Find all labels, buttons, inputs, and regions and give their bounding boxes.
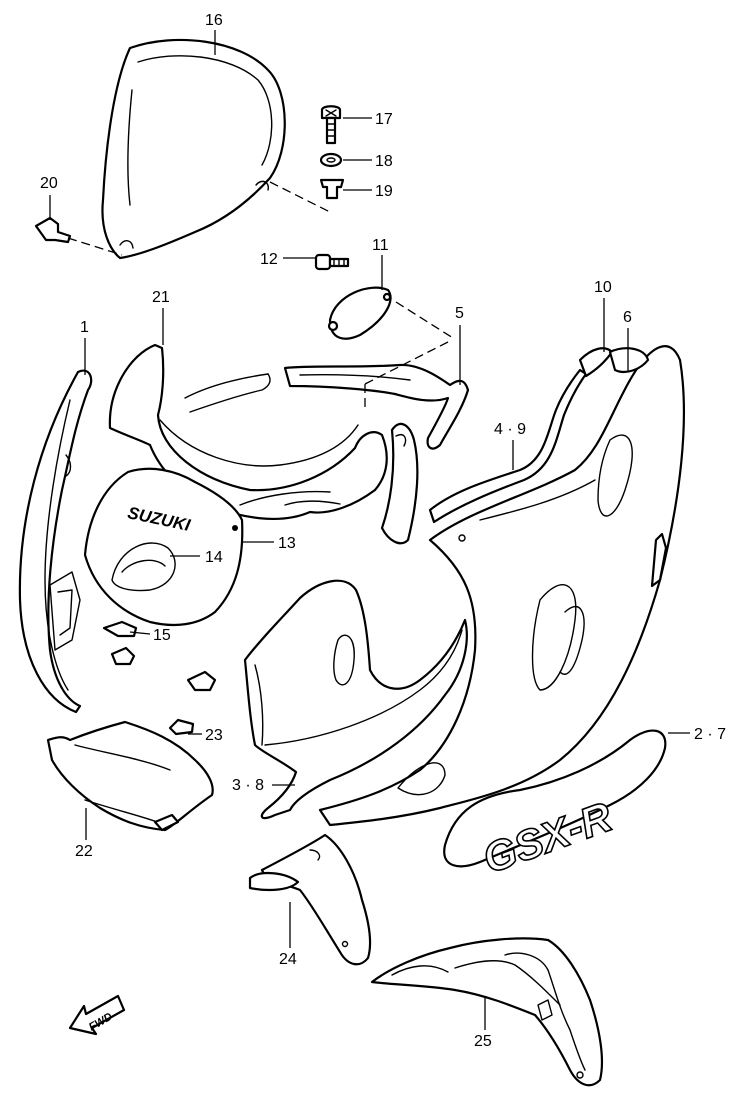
callout-1: 1: [80, 319, 89, 336]
callout-15: 15: [153, 627, 171, 644]
under-cowl-part: [46, 720, 214, 832]
forward-arrow-icon: FWD: [68, 994, 126, 1036]
nut-clip-part: [168, 718, 195, 736]
well-nut-part: [319, 178, 345, 200]
callout-23: 23: [205, 727, 223, 744]
callout-14: 14: [205, 549, 223, 566]
washer-part: [319, 152, 343, 168]
leader-lines: [49, 30, 690, 1030]
front-cowl-center-part: SUZUKI: [83, 467, 244, 627]
callout-6: 6: [623, 309, 632, 326]
callout-11: 11: [372, 237, 389, 254]
callout-10: 10: [594, 279, 612, 296]
callout-19: 19: [375, 183, 393, 200]
right-side-fairing-part: [318, 345, 686, 827]
mount-bracket-part: [578, 347, 614, 378]
callout-4-9: 4 · 9: [494, 421, 526, 438]
callout-3-8: 3 · 8: [232, 777, 264, 794]
inner-panel-part: [283, 363, 470, 450]
lower-side-panel-part: [243, 579, 468, 820]
windscreen-part: [101, 38, 286, 260]
rear-hugger-part: [370, 937, 604, 1087]
gsxr-decal-part: GSX-R: [443, 729, 667, 883]
left-side-fairing-part: [18, 369, 93, 714]
callout-2-7: 2 · 7: [694, 726, 726, 743]
callout-5: 5: [455, 305, 464, 322]
callout-21: 21: [152, 289, 170, 306]
callout-13: 13: [278, 535, 296, 552]
callout-16: 16: [205, 12, 223, 29]
cowl-clip-part: [102, 620, 138, 638]
callout-24: 24: [279, 951, 297, 968]
callout-12: 12: [260, 251, 278, 268]
front-fender-part: [248, 833, 372, 966]
callout-22: 22: [75, 843, 93, 860]
cover-plate-part: [327, 286, 392, 340]
callout-20: 20: [40, 175, 58, 192]
callout-18: 18: [375, 153, 393, 170]
bolt-part: [314, 253, 350, 271]
callout-labels: 16 17 18 19 20 12 11 21 1 5 10 6 4 · 9 1…: [40, 12, 726, 1050]
clip-part: [34, 216, 72, 244]
extra-clip-part: [110, 646, 217, 692]
callout-17: 17: [375, 111, 393, 128]
callout-25: 25: [474, 1033, 492, 1050]
screw-part: [320, 105, 342, 145]
